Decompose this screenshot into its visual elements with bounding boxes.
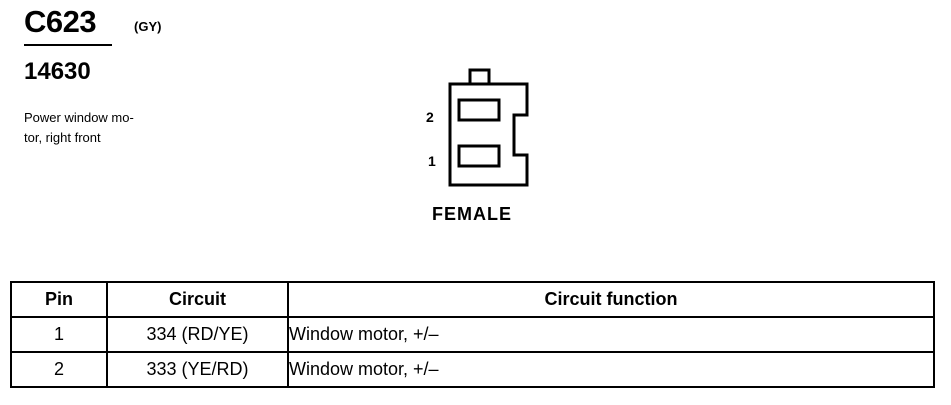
connector-latch-tab [468,68,491,86]
pinout-table: Pin Circuit Circuit function 1 334 (RD/Y… [10,281,935,388]
table-row: 1 334 (RD/YE) Window motor, +/– [10,316,935,353]
connector-description: Power window mo- tor, right front [24,108,199,148]
cell-pin: 1 [10,316,108,353]
description-line-2: tor, right front [24,130,101,145]
cell-circuit-function: Window motor, +/– [287,351,935,388]
header-pin: Pin [10,281,108,318]
color-code: (GY) [134,19,162,34]
title-rule [24,44,112,46]
pin-cavity-1 [457,144,501,168]
connector-face-diagram: 2 1 [426,68,529,187]
cell-circuit: 333 (YE/RD) [106,351,289,388]
cell-circuit: 334 (RD/YE) [106,316,289,353]
cell-circuit-function: Window motor, +/– [287,316,935,353]
description-line-1: Power window mo- [24,110,134,125]
gender-label: FEMALE [432,204,512,224]
cell-pin: 2 [10,351,108,388]
part-number: 14630 [24,58,91,85]
connector-id: C623 [24,4,97,39]
pin-label-1: 1 [428,153,436,169]
table-header-row: Pin Circuit Circuit function [10,281,935,318]
pin-label-2: 2 [426,109,434,125]
table-row: 2 333 (YE/RD) Window motor, +/– [10,351,935,388]
header-circuit: Circuit [106,281,289,318]
header-circuit-function: Circuit function [287,281,935,318]
pin-cavity-2 [457,98,501,122]
